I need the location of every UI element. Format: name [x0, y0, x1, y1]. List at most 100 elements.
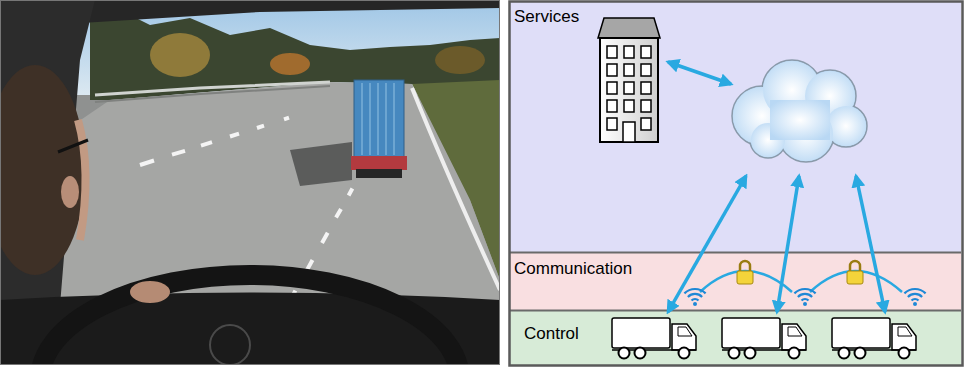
truck-icon — [722, 318, 806, 359]
wifi-icon — [904, 289, 925, 306]
cloud-icon — [732, 60, 867, 162]
building-windows — [607, 46, 651, 142]
diagram-frame — [510, 2, 963, 366]
truck-window — [678, 327, 692, 336]
window — [624, 100, 634, 112]
truck-wheel — [679, 348, 690, 359]
double-arrow — [856, 176, 885, 312]
truck-wheel — [729, 348, 740, 359]
band-divider — [510, 252, 961, 254]
wifi-dot — [803, 302, 807, 306]
autumn-foliage — [435, 46, 485, 74]
layer-band: Control — [510, 311, 961, 365]
truck-window — [788, 327, 802, 336]
window — [624, 82, 634, 94]
cab-photo — [0, 0, 500, 365]
lock-shackle — [850, 261, 860, 272]
driver-hand — [130, 281, 170, 303]
link-arrows — [668, 62, 885, 312]
layer-label: Communication — [514, 259, 632, 279]
building-roof — [598, 18, 660, 38]
communication-band-fill — [510, 253, 961, 311]
layer-band: Communication — [510, 253, 961, 310]
wifi-icon — [684, 289, 705, 306]
photo-frame — [1, 1, 500, 365]
truck-wheel — [635, 348, 646, 359]
lock-icon — [847, 261, 863, 284]
truck-container — [354, 80, 404, 158]
building-body — [600, 38, 658, 142]
wifi-icon — [794, 289, 815, 306]
cloud-outline — [732, 60, 867, 162]
autumn-foliage — [270, 53, 310, 75]
layer-label: Control — [524, 324, 579, 344]
window — [641, 118, 651, 130]
wifi-waves — [684, 289, 705, 300]
truck-wheel — [855, 348, 866, 359]
lock-body — [847, 271, 863, 284]
truck-wheel — [899, 348, 910, 359]
building-icon — [598, 18, 660, 142]
window — [641, 64, 651, 76]
lock-icon — [737, 261, 753, 284]
truck-box — [722, 318, 780, 348]
truck-wheel — [619, 348, 630, 359]
window — [607, 64, 617, 76]
truck-bumper — [351, 156, 407, 170]
v2v-link — [810, 271, 902, 292]
truck-box — [832, 318, 890, 348]
double-arrow — [668, 176, 746, 312]
double-arrow — [668, 62, 731, 84]
door — [623, 122, 635, 142]
cloud-fill — [733, 61, 866, 161]
wifi-waves — [794, 289, 815, 300]
window — [624, 46, 634, 58]
wifi-waves — [904, 289, 925, 300]
steering-wheel — [40, 275, 460, 365]
lane-dashes — [140, 118, 289, 165]
driver-face — [78, 120, 86, 240]
truck-wheels — [356, 169, 402, 178]
band-divider — [510, 310, 961, 312]
truck-wheel — [745, 348, 756, 359]
truck-icon — [832, 318, 916, 359]
window — [641, 46, 651, 58]
truck-wheel — [789, 348, 800, 359]
lock-body — [737, 271, 753, 284]
road-edge-line — [412, 88, 500, 290]
driver-ear — [61, 176, 79, 208]
driver-glasses — [58, 140, 88, 152]
lock-shackle — [740, 261, 750, 272]
truck-cab — [892, 324, 916, 350]
layer-label: Services — [514, 7, 579, 27]
window — [607, 46, 617, 58]
truck-wheel — [839, 348, 850, 359]
window — [607, 118, 617, 130]
guard-rail — [95, 86, 330, 102]
autumn-foliage — [150, 33, 210, 77]
cloud-core — [770, 100, 830, 140]
driver-head — [0, 65, 85, 275]
truck-window — [898, 327, 912, 336]
window — [607, 100, 617, 112]
truck-shadow — [290, 142, 352, 186]
wifi-dot — [693, 302, 697, 306]
wifi-dot — [913, 302, 917, 306]
truck-icon — [612, 318, 696, 359]
layer-band: Services — [510, 2, 961, 252]
gauge — [210, 325, 250, 365]
window — [607, 82, 617, 94]
truck-cab — [782, 324, 806, 350]
window — [641, 82, 651, 94]
v2v-link — [700, 271, 792, 292]
control-band-fill — [510, 311, 961, 365]
truck-box — [612, 318, 670, 348]
services-band-fill — [510, 2, 961, 253]
container-ribs — [362, 83, 394, 155]
window — [624, 64, 634, 76]
truck-cab — [672, 324, 696, 350]
window — [641, 100, 651, 112]
